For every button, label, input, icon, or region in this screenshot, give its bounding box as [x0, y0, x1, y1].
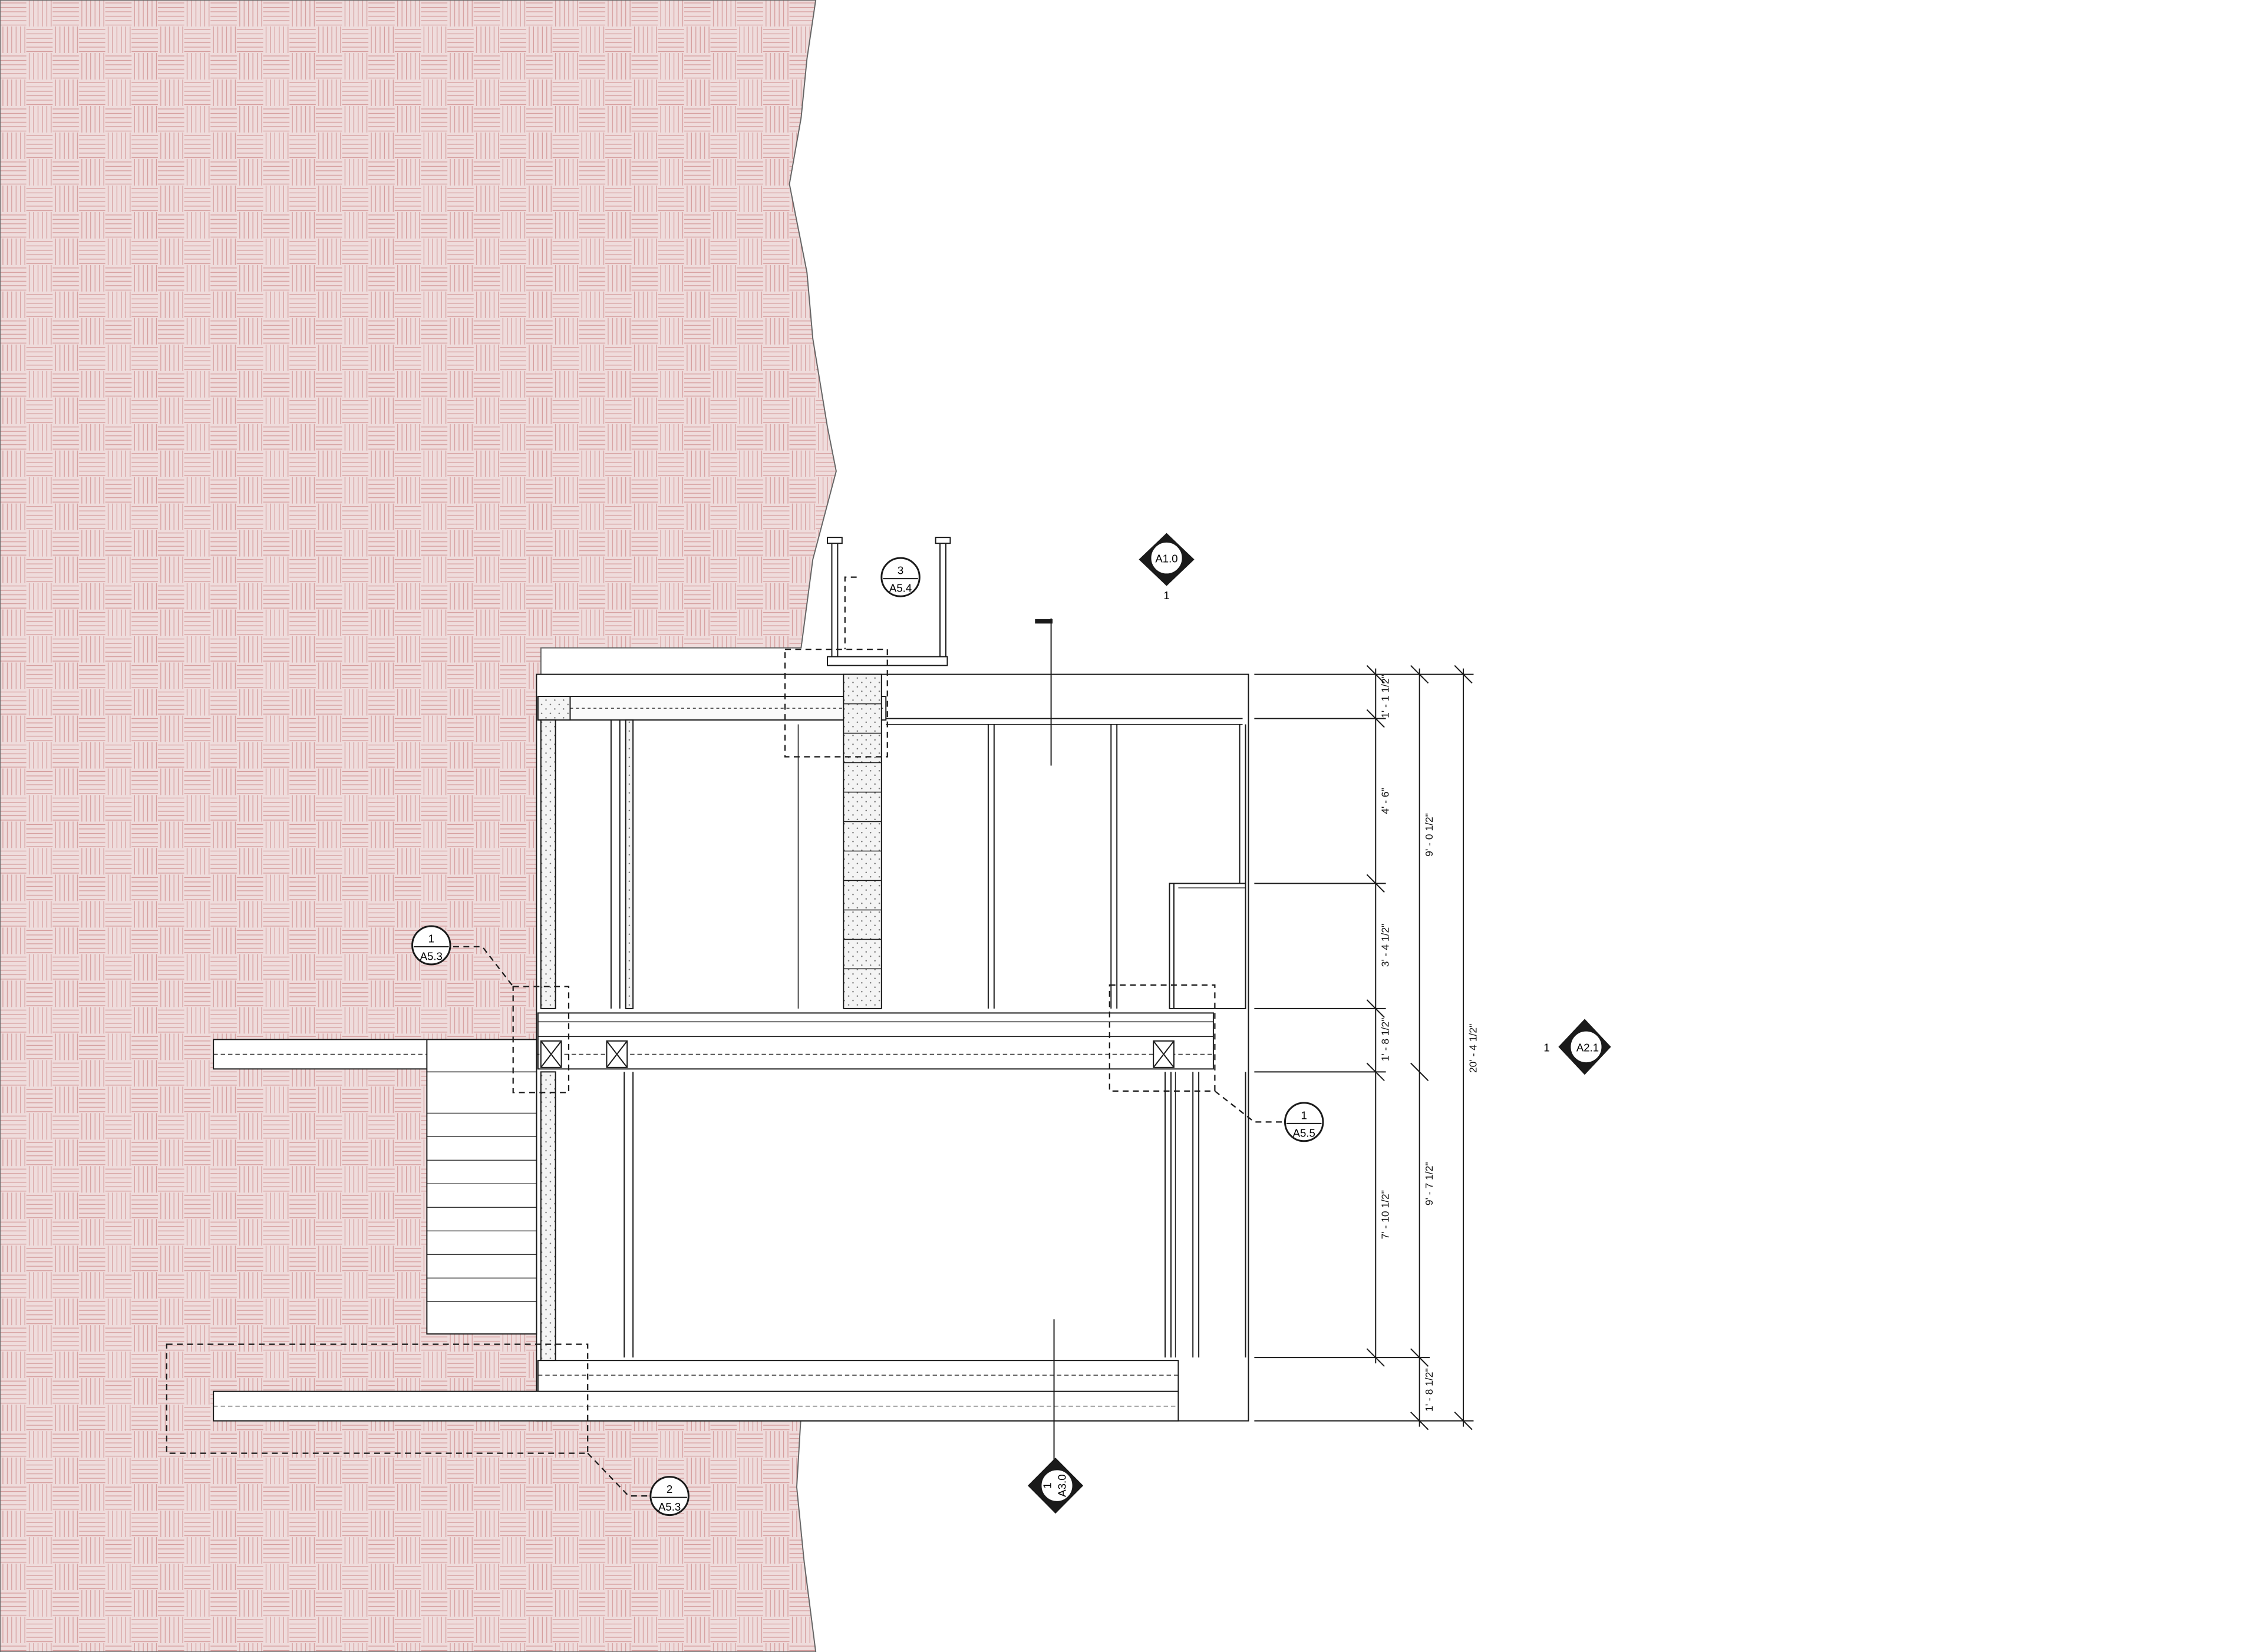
earth-mass [0, 0, 837, 1652]
dim-1-8-5-base: 1' - 8 1/2" [1423, 1368, 1435, 1412]
section-marker-a10[interactable]: A1.0 1 [1139, 533, 1195, 602]
dim-1-8-5: 1' - 8 1/2" [1380, 1018, 1391, 1062]
dim-7-10-5: 7' - 10 1/2" [1380, 1190, 1391, 1239]
section-marker-a21[interactable]: A2.1 1 [1543, 1019, 1611, 1075]
roof-parapet [537, 696, 571, 721]
svg-text:1: 1 [1163, 589, 1169, 602]
svg-text:1: 1 [1543, 1041, 1549, 1053]
detail-callout-1-a55[interactable]: 1 A5.5 [1284, 1102, 1324, 1142]
svg-text:1: 1 [428, 932, 434, 944]
interior-wall-liner-upper [625, 719, 634, 1009]
ground-slab [537, 1360, 1179, 1394]
retaining-wall-upper [540, 719, 556, 1009]
masonry-column [843, 673, 882, 1009]
detail-boxes [166, 576, 1284, 1497]
detail-callout-1-a53[interactable]: 1 A5.3 [411, 925, 451, 966]
section-marker-a30[interactable]: A3.0 1 [1027, 1458, 1084, 1514]
detail-callout-2-a53[interactable]: 2 A5.3 [649, 1476, 690, 1516]
retaining-wall-lower [540, 1071, 556, 1362]
dim-overall: 20' - 4 1/2" [1467, 1024, 1479, 1073]
svg-text:1: 1 [1301, 1109, 1307, 1121]
dim-3-4-5: 3' - 4 1/2" [1380, 924, 1391, 967]
dim-4-6: 4' - 6" [1380, 788, 1391, 814]
svg-text:A2.1: A2.1 [1576, 1041, 1599, 1053]
svg-text:A5.3: A5.3 [420, 950, 443, 962]
dim-9-7-5: 9' - 7 1/2" [1423, 1162, 1435, 1205]
svg-text:1: 1 [1041, 1482, 1054, 1488]
svg-text:A5.4: A5.4 [889, 582, 912, 594]
dimension-labels: 1' - 1 1/2" 4' - 6" 3' - 4 1/2" 1' - 8 1… [1380, 675, 1479, 1412]
dimension-lines [1254, 665, 1474, 1430]
beam-sections [540, 1040, 1175, 1068]
building-section [213, 537, 1249, 1422]
section-cut-line [1035, 618, 1055, 1473]
svg-text:2: 2 [667, 1483, 672, 1495]
svg-text:A5.3: A5.3 [658, 1501, 681, 1513]
dim-1-1-5: 1' - 1 1/2" [1380, 675, 1391, 718]
svg-text:A1.0: A1.0 [1155, 553, 1177, 565]
svg-text:A3.0: A3.0 [1055, 1474, 1068, 1497]
svg-text:3: 3 [898, 564, 903, 577]
dim-9-0-5: 9' - 0 1/2" [1423, 813, 1435, 857]
svg-text:A5.5: A5.5 [1293, 1126, 1315, 1139]
detail-callout-3-a54[interactable]: 3 A5.4 [880, 557, 921, 597]
upper-window [1169, 883, 1246, 1009]
stair [426, 1039, 537, 1335]
floor-slab [537, 1012, 1214, 1070]
